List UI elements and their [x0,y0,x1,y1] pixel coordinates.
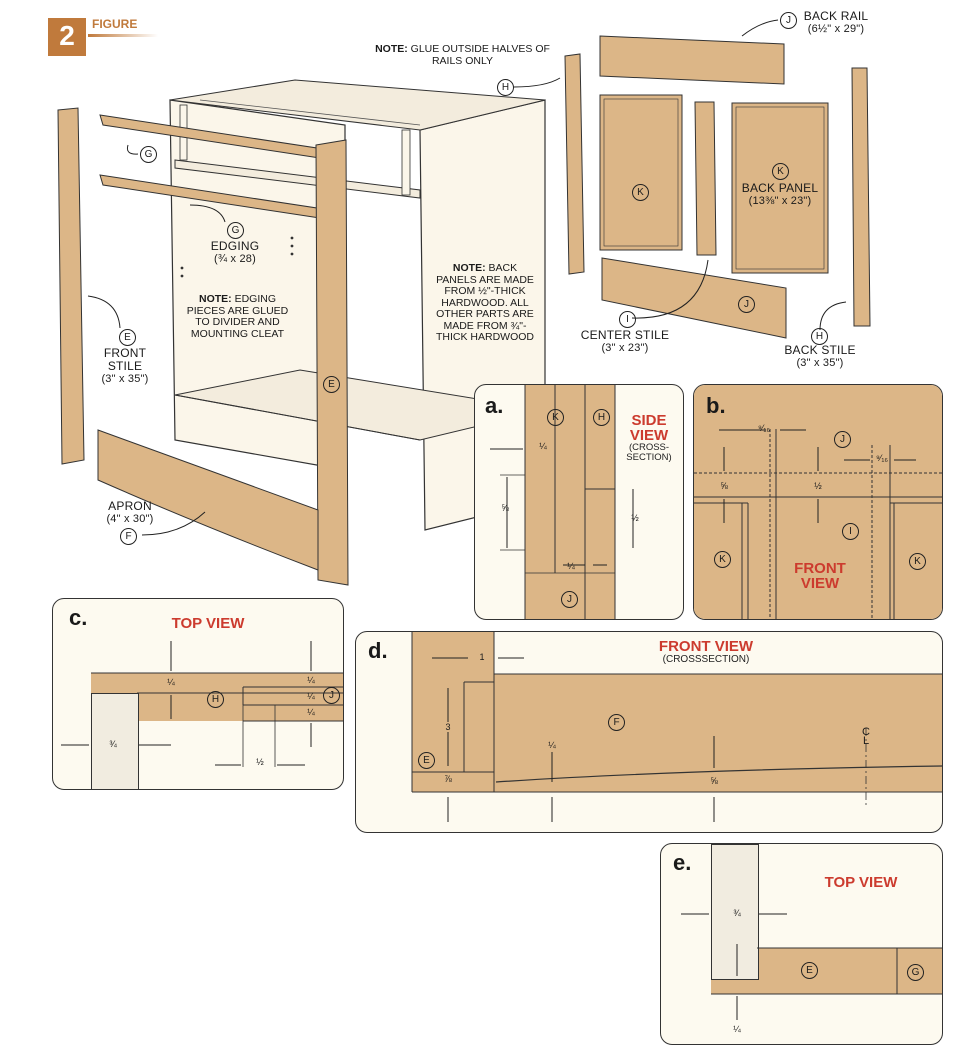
detail-b-panel: b. J I K K FRONT VIEW ⁹⁄₁₆ ⁹⁄₁₆ ⅝ ½ [693,384,943,620]
back-rail-label: BACK RAIL(6½" x 29") [803,9,869,36]
key-j-top: J [780,12,797,29]
detail-d-panel: d. FRONT VIEW (CROSSSECTION) F E 1 3 ⅞ ¼… [355,631,943,833]
detail-b-dim-center: ½ [814,481,822,491]
detail-b-dim-right-gap: ⁹⁄₁₆ [875,453,889,463]
detail-d-centerline: C L [862,726,870,747]
detail-a-key-k: K [547,409,564,426]
detail-a-dim-right: ½ [631,513,639,523]
key-i: I [619,311,636,328]
detail-c-dim-r1: ¼ [307,675,315,685]
detail-c-stile [91,693,139,789]
key-f-apron: F [120,528,137,545]
key-h-left: H [497,79,514,96]
figure-badge [48,18,86,56]
detail-e-dim-bottom: ¼ [733,1024,741,1034]
detail-d-dim-mid: ¼ [548,740,556,750]
detail-c-panel: c. TOP VIEW H J ¼ ¼ ¼ ¼ ¾ ½ [52,598,344,790]
detail-d-key-f: F [608,714,625,731]
detail-c-dim-width: ¾ [109,739,117,749]
front-stile-label: FRONT STILE(3" x 35") [101,346,149,386]
key-k-left: K [632,184,649,201]
key-j-bottom: J [738,296,755,313]
detail-b-dim-left: ⅝ [720,481,728,491]
detail-e-key-g: G [907,964,924,981]
detail-b-title: FRONT VIEW [794,560,846,592]
back-stile-label: BACK STILE(3" x 35") [784,343,856,370]
detail-e-letter: e. [673,850,692,875]
key-h-right: H [811,328,828,345]
detail-d-key-e: E [418,752,435,769]
back-panel-label: BACK PANEL(13⅜" x 23") [741,181,819,208]
detail-d-subtitle: (CROSSSECTION) [662,654,750,665]
detail-a-key-j: J [561,591,578,608]
detail-c-dim-top: ¼ [167,677,175,687]
figure-rule [88,34,158,37]
detail-a-panel: a. SIDE VIEW (CROSS-SECTION) K H J ¼ ⅝ ½… [474,384,684,620]
key-g-lower: G [227,222,244,239]
detail-c-dim-r3: ¼ [307,707,315,717]
detail-d-apron [494,674,942,792]
key-g-upper: G [140,146,157,163]
detail-b-key-k-right: K [909,553,926,570]
detail-b-letter: b. [706,393,726,418]
detail-c-key-j: J [323,687,340,704]
detail-d-dim-top: 1 [479,652,485,662]
detail-a-title: SIDE VIEW [629,412,669,444]
figure-label: FIGURE [92,17,138,31]
detail-a-subtitle: (CROSS-SECTION) [626,442,672,463]
detail-c-key-h: H [207,691,224,708]
detail-b-dim-left-gap: ⁹⁄₁₆ [757,423,771,433]
figure-number: 2 [59,20,75,51]
detail-d-letter: d. [368,638,388,663]
detail-b-key-j: J [834,431,851,448]
center-stile-label: CENTER STILE(3" x 23") [580,328,670,355]
edging-label: EDGING(¾ x 28) [210,239,260,266]
detail-e-side [711,844,759,980]
edging-note: NOTE: EDGING PIECES ARE GLUED TO DIVIDER… [186,293,289,340]
detail-a-key-h: H [593,409,610,426]
detail-d-title: FRONT VIEW [658,638,754,655]
apron-label: APRON(4" x 30") [106,499,154,526]
detail-d-dim-height: 3 [440,722,456,732]
detail-b-key-i: I [842,523,859,540]
detail-d-dim-bottom-left: ⅞ [444,774,452,784]
detail-a-dim-left: ⅝ [501,503,509,513]
detail-e-key-e: E [801,962,818,979]
detail-c-letter: c. [69,605,88,630]
detail-c-title: TOP VIEW [171,615,245,632]
detail-c-dim-r2: ¼ [307,691,315,701]
detail-e-title: TOP VIEW [824,874,898,891]
detail-e-dim-width: ¾ [733,908,741,918]
key-k-right: K [772,163,789,180]
key-e-left: E [119,329,136,346]
glue-note: NOTE: GLUE OUTSIDE HALVES OF RAILS ONLY [375,43,550,67]
key-e-right: E [323,376,340,393]
back-note: NOTE: BACK PANELS ARE MADE FROM ½"-THICK… [436,262,534,343]
detail-a-dim-bottom: ¼ [567,561,575,571]
detail-e-panel: e. TOP VIEW E G ¾ ¼ [660,843,943,1045]
detail-d-dim-right: ⅝ [710,776,718,786]
detail-c-dim-bottom: ½ [256,757,264,767]
detail-b-key-k-left: K [714,551,731,568]
detail-a-letter: a. [485,393,504,418]
detail-a-dim-top: ¼ [539,441,547,451]
